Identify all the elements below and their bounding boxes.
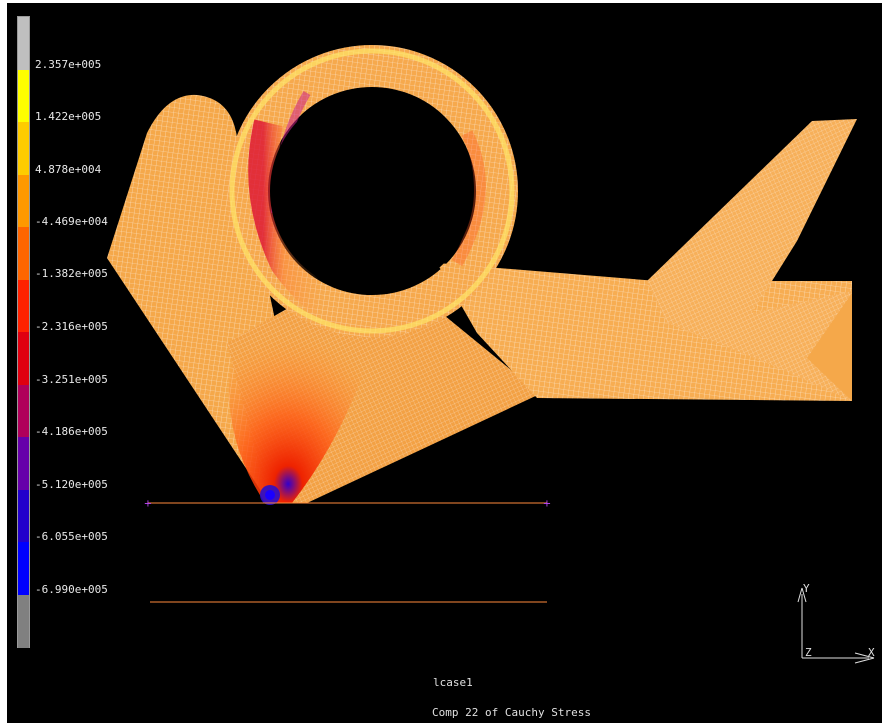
mesh-body <box>107 45 857 505</box>
triad-x-label: X <box>868 646 875 659</box>
legend-label: -2.316e+005 <box>35 320 108 333</box>
legend-swatch <box>18 489 29 543</box>
legend-label: 2.357e+005 <box>35 58 102 71</box>
legend-label: -5.120e+005 <box>35 478 108 491</box>
legend-swatch <box>18 384 29 438</box>
reference-lines: + + <box>144 499 551 603</box>
legend-swatch <box>18 69 29 123</box>
legend-label: 4.878e+004 <box>35 163 102 176</box>
legend-swatch <box>18 227 29 280</box>
legend-swatch <box>18 17 29 70</box>
legend-swatch <box>18 332 29 385</box>
svg-text:+: + <box>543 499 551 510</box>
legend-label: -1.382e+005 <box>35 267 108 280</box>
legend-swatch <box>18 122 29 175</box>
legend-swatch <box>18 594 29 648</box>
result-type-label: Comp 22 of Cauchy Stress <box>432 706 591 719</box>
legend-swatch <box>18 174 29 228</box>
legend-label: 1.422e+005 <box>35 110 102 123</box>
load-case-label: lcase1 <box>433 676 473 689</box>
legend-swatch <box>18 279 29 333</box>
legend-label: -6.990e+005 <box>35 583 108 596</box>
color-legend-bar <box>17 16 30 648</box>
fe-mesh-model[interactable]: + + <box>7 3 882 723</box>
graphics-viewport[interactable]: 2.357e+005 1.422e+005 4.878e+004 -4.469e… <box>7 3 882 723</box>
legend-swatch <box>18 542 29 595</box>
svg-text:+: + <box>144 499 152 510</box>
legend-swatch <box>18 437 29 490</box>
legend-label: -3.251e+005 <box>35 373 108 386</box>
legend-label: -4.186e+005 <box>35 425 108 438</box>
legend-label: -6.055e+005 <box>35 530 108 543</box>
triad-y-label: Y <box>803 582 810 595</box>
triad-z-label: Z <box>805 646 812 659</box>
legend-label: -4.469e+004 <box>35 215 108 228</box>
coordinate-triad <box>797 587 875 664</box>
